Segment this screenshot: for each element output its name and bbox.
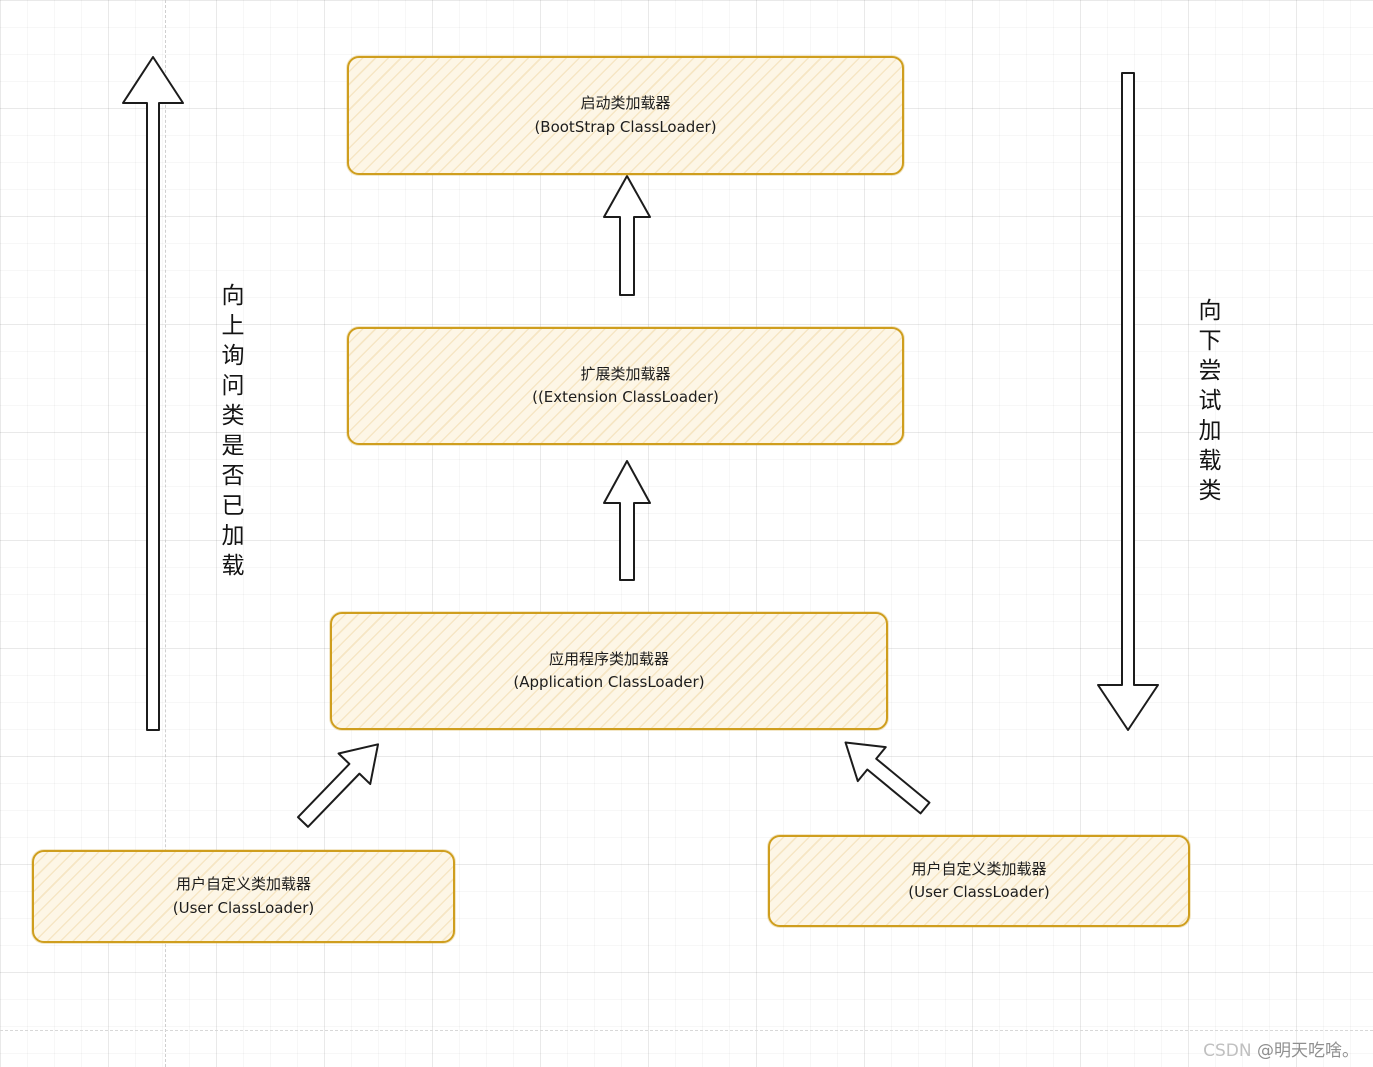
application-subtitle: (Application ClassLoader)	[513, 673, 705, 691]
arrow-application-to-extension-icon	[603, 460, 651, 581]
box-user-classloader-left: 用户自定义类加载器 (User ClassLoader)	[32, 850, 455, 943]
label-load-downward: 向下尝试加载类	[1194, 298, 1220, 508]
watermark-user: @明天吃啥。	[1257, 1041, 1359, 1061]
bootstrap-subtitle: (BootStrap ClassLoader)	[534, 117, 717, 136]
label-ask-upward: 向上询问类是否已加载	[217, 283, 243, 583]
arrow-load-downward-icon	[1097, 72, 1159, 731]
watermark: CSDN @明天吃啥。	[1203, 1036, 1359, 1061]
extension-title: 扩展类加载器	[580, 364, 671, 383]
user-right-title: 用户自定义类加载器	[911, 859, 1047, 878]
box-bootstrap-classloader: 启动类加载器 (BootStrap ClassLoader)	[347, 56, 904, 175]
box-application-classloader: 应用程序类加载器 (Application ClassLoader)	[330, 612, 888, 730]
user-left-subtitle: (User ClassLoader)	[172, 898, 315, 917]
user-left-title: 用户自定义类加载器	[175, 875, 311, 894]
extension-subtitle: ((Extension ClassLoader)	[532, 388, 719, 406]
horizontal-guide-line	[0, 1030, 1373, 1031]
arrow-ask-upward-icon	[122, 56, 184, 731]
user-right-subtitle: (User ClassLoader)	[908, 883, 1050, 901]
arrow-extension-to-bootstrap-icon	[603, 175, 651, 296]
box-extension-classloader: 扩展类加载器 ((Extension ClassLoader)	[347, 327, 904, 445]
arrow-userright-to-application-icon	[844, 741, 931, 815]
box-user-classloader-right: 用户自定义类加载器 (User ClassLoader)	[768, 835, 1190, 927]
watermark-brand: CSDN	[1203, 1041, 1257, 1061]
bootstrap-title: 启动类加载器	[580, 94, 671, 113]
application-title: 应用程序类加载器	[548, 649, 669, 668]
arrow-userleft-to-application-icon	[296, 743, 380, 828]
